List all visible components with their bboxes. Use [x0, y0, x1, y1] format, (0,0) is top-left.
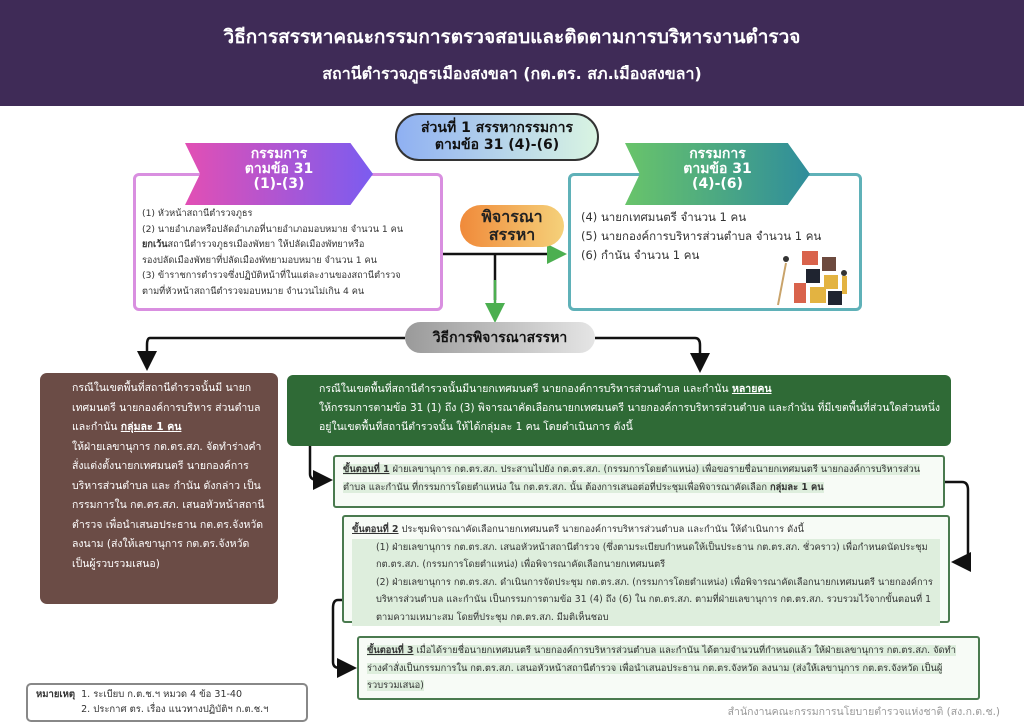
step-1-box: ขั้นตอนที่ 1 ฝ่ายเลขานุการ กต.ตร.สภ. ประ…	[333, 455, 945, 508]
except-label: ยกเว้น	[142, 239, 168, 250]
committee-item: (6) กำนัน จำนวน 1 คน	[581, 248, 700, 262]
note-box: หมายเหตุ 1. ระเบียบ ก.ต.ช.ฯ หมวด 4 ข้อ 3…	[26, 683, 308, 722]
ribbon-line: (1)-(3)	[253, 176, 305, 192]
step-text: ประชุมพิจารณาคัดเลือกนายกเทศมนตรี นายกอง…	[398, 524, 804, 535]
committee-item: ยกเว้นสถานีตำรวจภูธรเมืองพัทยา ให้ปลัดเม…	[142, 237, 434, 253]
committee-item: (5) นายกองค์การบริหารส่วนตำบล จำนวน 1 คน	[581, 229, 822, 243]
committee-item: ตามที่หัวหน้าสถานีตำรวจมอบหมาย จำนวนไม่เ…	[142, 285, 365, 297]
step-sub-item: (2) ฝ่ายเลขานุการ กต.ตร.สภ. ดำเนินการจัด…	[352, 573, 940, 626]
case-text: กรณีในเขตพื้นที่สถานีตำรวจนั้นมี นายกเทศ…	[48, 379, 270, 438]
ribbon-line: (4)-(6)	[692, 176, 743, 192]
consider-line2: สรรหา	[488, 225, 536, 244]
arrow-to-green	[595, 336, 710, 373]
footer-credit: สำนักงานคณะกรรมการนโยบายตำรวจแห่งชาติ (ส…	[727, 706, 1000, 718]
step-emphasis: กลุ่มละ 1 คน	[769, 481, 824, 493]
part-title-line2: ตามข้อ 31 (4)-(6)	[434, 137, 560, 153]
step-2-box: ขั้นตอนที่ 2 ประชุมพิจารณาคัดเลือกนายกเท…	[342, 515, 950, 626]
committee-item: รองปลัดเมืองพัทยาที่ปลัดเมืองพัทยามอบหมา…	[142, 254, 377, 266]
page-title: วิธีการสรรหาคณะกรรมการตรวจสอบและติดตามกา…	[223, 26, 801, 48]
arrow-to-step1	[308, 446, 333, 490]
committee-item: (3) ข้าราชการตำรวจซึ่งปฏิบัติหน้าที่ในแต…	[142, 270, 401, 281]
step-label: ขั้นตอนที่ 2	[352, 524, 399, 535]
step-sub-item: (1) ฝ่ายเลขานุการ กต.ตร.สภ. เสนอหัวหน้าส…	[352, 538, 940, 574]
consider-recruit-pill: พิจารณา สรรหา	[460, 205, 564, 247]
committee-item: (4) นายกเทศมนตรี จำนวน 1 คน	[581, 210, 747, 224]
single-person-case-box: กรณีในเขตพื้นที่สถานีตำรวจนั้นมี นายกเทศ…	[40, 373, 278, 604]
ribbon-committee-1-3: กรรมการ ตามข้อ 31 (1)-(3)	[185, 143, 373, 205]
ribbon-line: ตามข้อ 31	[244, 161, 314, 177]
page-subtitle: สถานีตำรวจภูธรเมืองสงขลา (กต.ตร. สภ.เมือ…	[322, 64, 702, 83]
case-text-main: กรณีในเขตพื้นที่สถานีตำรวจนั้นมีนายกเทศม…	[319, 383, 732, 395]
case-text-main: กรณีในเขตพื้นที่สถานีตำรวจนั้นมี นายกเทศ…	[72, 382, 261, 433]
committee-item: (1) หัวหน้าสถานีตำรวจภูธร	[142, 208, 253, 219]
step-text: เมื่อได้รายชื่อนายกเทศมนตรี นายกองค์การบ…	[367, 645, 956, 691]
note-label: หมายเหตุ	[36, 689, 76, 700]
part-1-pill: ส่วนที่ 1 สรรหากรรมการ ตามข้อ 31 (4)-(6)	[395, 113, 599, 161]
case-instruction: ให้ฝ่ายเลขานุการ กต.ตร.สภ. จัดทำร่างคำสั…	[72, 440, 265, 570]
case-emphasis: กลุ่มละ 1 คน	[120, 421, 182, 433]
committee-item: (2) นายอำเภอหรือปลัดอำเภอที่นายอำเภอมอบห…	[142, 223, 404, 235]
part-title-line1: ส่วนที่ 1 สรรหากรรมการ	[421, 120, 573, 136]
case-instruction: ให้กรรมการตามข้อ 31 (1) ถึง (3) พิจารณาค…	[319, 402, 941, 433]
consider-line1: พิจารณา	[481, 207, 543, 226]
step-3-box: ขั้นตอนที่ 3 เมื่อได้รายชื่อนายกเทศมนตรี…	[357, 636, 980, 700]
step-label: ขั้นตอนที่ 3	[367, 645, 414, 656]
note-item: 2. ประกาศ ตร. เรื่อง แนวทางปฏิบัติฯ ก.ต.…	[81, 704, 269, 715]
ribbon-committee-4-6: กรรมการ ตามข้อ 31 (4)-(6)	[625, 143, 810, 205]
ribbon-line: กรรมการ	[250, 146, 308, 162]
puzzle-illustration-icon	[777, 251, 847, 306]
arrow-to-brown	[137, 336, 405, 371]
arrow-to-step3	[331, 598, 357, 678]
multiple-person-case-box: กรณีในเขตพื้นที่สถานีตำรวจนั้นมีนายกเทศม…	[287, 375, 951, 446]
arrow-to-step2	[945, 480, 971, 572]
ribbon-line: กรรมการ	[689, 146, 746, 162]
header: วิธีการสรรหาคณะกรรมการตรวจสอบและติดตามกา…	[0, 0, 1024, 106]
method-pill: วิธีการพิจารณาสรรหา	[405, 322, 595, 353]
case-emphasis: หลายคน	[731, 383, 772, 395]
ribbon-line: ตามข้อ 31	[683, 161, 752, 177]
case-text: กรณีในเขตพื้นที่สถานีตำรวจนั้นมีนายกเทศม…	[295, 380, 943, 399]
note-item: 1. ระเบียบ ก.ต.ช.ฯ หมวด 4 ข้อ 31-40	[81, 689, 243, 700]
step-text: ฝ่ายเลขานุการ กต.ตร.สภ. ประสานไปยัง กต.ต…	[343, 464, 921, 493]
step-label: ขั้นตอนที่ 1	[343, 464, 390, 475]
except-text: สถานีตำรวจภูธรเมืองพัทยา ให้ปลัดเมืองพัท…	[167, 239, 365, 250]
